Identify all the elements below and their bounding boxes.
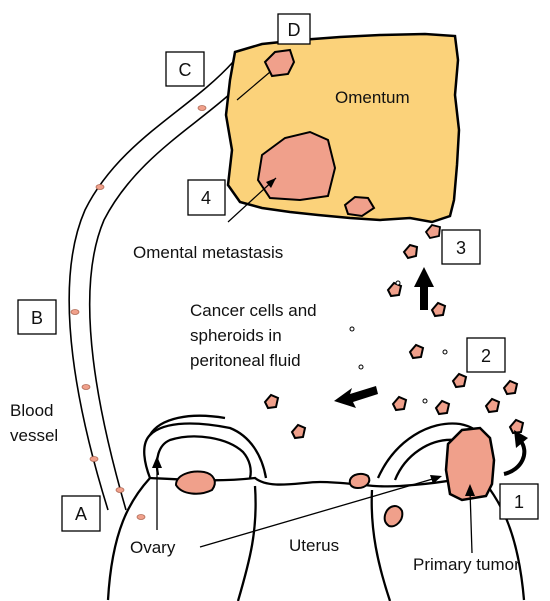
spheroid [453,374,466,387]
svg-text:C: C [179,60,192,80]
single-cell [443,350,447,354]
svg-text:B: B [31,308,43,328]
omental-metastasis-label: Omental metastasis [133,243,283,262]
peritoneal-label-line3: peritoneal fluid [190,351,301,370]
vessel-cell [82,385,90,390]
ovary-label: Ovary [130,538,176,557]
ovary-pointer-up-head [152,456,162,468]
spheroid [486,399,499,412]
peritoneal-label-line1: Cancer cells and [190,301,317,320]
box-1: 1 [500,484,538,519]
vessel-cell [71,310,79,315]
svg-text:3: 3 [456,238,466,258]
box-b: B [18,300,56,334]
peritoneal-label-line2: spheroids in [190,326,282,345]
spheroid [432,303,445,316]
box-d: D [278,14,310,44]
single-cell [423,399,427,403]
up-arrow [414,267,434,310]
single-cell [396,281,400,285]
uterus-nodule-top [350,474,369,488]
spheroid [504,381,517,394]
box-4: 4 [188,180,225,215]
vessel-cell [96,185,104,190]
blood-vessel-label-line2: vessel [10,426,58,445]
omentum-nodule-edge [426,225,440,238]
svg-text:4: 4 [201,188,211,208]
left-arrow [334,386,378,408]
uterus-label: Uterus [289,536,339,555]
spheroid [510,420,523,433]
spheroid [404,245,417,258]
svg-text:D: D [288,20,301,40]
spheroid [393,397,406,410]
blood-vessel [69,62,252,510]
single-cells [350,281,447,403]
vessel-cell [198,106,206,111]
spheroid [410,345,423,358]
omentum-label: Omentum [335,88,410,107]
vessel-cell [137,515,145,520]
svg-text:1: 1 [514,492,524,512]
svg-text:A: A [75,504,87,524]
spheroid [436,401,449,414]
spheroid [292,425,305,438]
uterus-nodule-low [385,506,403,526]
vessel-cell [116,488,124,493]
single-cell [359,365,363,369]
spheroid [265,395,278,408]
omentum [226,34,459,222]
shedding-arrow [504,430,528,474]
blood-vessel-label-line1: Blood [10,401,53,420]
svg-text:2: 2 [481,346,491,366]
box-3: 3 [442,230,480,264]
box-a: A [62,496,100,531]
vessel-cell [90,457,98,462]
left-ovary [176,472,215,494]
box-c: C [166,52,204,86]
primary-tumor-label: Primary tumor [413,555,520,574]
single-cell [350,327,354,331]
box-2: 2 [467,338,505,372]
